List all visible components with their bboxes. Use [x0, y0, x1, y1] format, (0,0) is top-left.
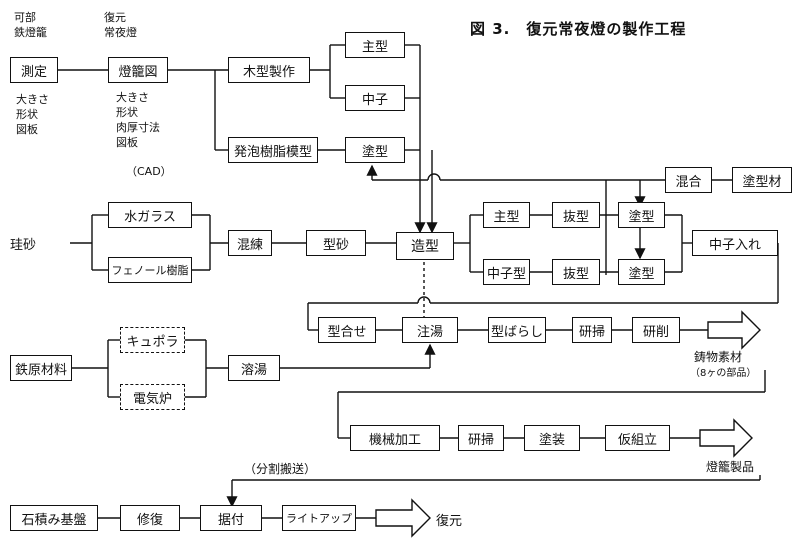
drawing-note-2: 形状	[116, 106, 138, 119]
label-fukugen-1: 復元	[104, 11, 126, 24]
box-katagase: 型合せ	[318, 317, 376, 343]
box-lightup: ライトアップ	[282, 505, 356, 531]
open-arrow-casting	[707, 310, 761, 350]
box-tetsugen: 鉄原材料	[10, 355, 72, 381]
label-chutetsu-sub: （8ヶの部品）	[690, 368, 757, 379]
box-kongo: 混合	[665, 167, 712, 193]
drawing-note-4: 図板	[116, 136, 138, 149]
box-nakagogata: 中子型	[483, 259, 530, 285]
box-omogata-top: 主型	[345, 32, 405, 58]
box-happo: 発泡樹脂模型	[228, 137, 318, 163]
box-katasuna: 型砂	[306, 230, 366, 256]
drawing-note-1: 大きさ	[116, 91, 149, 104]
box-tokei1: 塗型	[618, 202, 665, 228]
box-phenol: フェノール樹脂	[108, 257, 192, 283]
drawing-notes: 大きさ 形状 肉厚寸法 図板	[116, 90, 160, 150]
box-kensou: 研掃	[572, 317, 612, 343]
box-nukigata2: 抜型	[552, 259, 600, 285]
measure-notes: 大きさ 形状 図板	[16, 92, 49, 137]
measure-note-2: 形状	[16, 108, 38, 121]
box-sekihi: 石積み基盤	[10, 505, 98, 531]
box-tokeizai: 塗型材	[732, 167, 792, 193]
label-kabe-2: 鉄燈籠	[14, 26, 47, 39]
open-arrow-restore	[375, 498, 431, 538]
box-tourouzu: 燈籠図	[108, 57, 168, 83]
label-fukugen: 復元 常夜燈	[104, 10, 137, 40]
box-shufuku: 修復	[120, 505, 180, 531]
box-zoukei: 造型	[396, 232, 454, 260]
box-kensou2: 研掃	[458, 425, 504, 451]
box-katabarashi: 型ばらし	[488, 317, 546, 343]
box-keisha: 珪砂	[10, 230, 70, 256]
cad-note: （CAD）	[126, 165, 172, 178]
box-tosou: 塗装	[524, 425, 580, 451]
box-omogata2: 主型	[483, 202, 530, 228]
box-nukigata1: 抜型	[552, 202, 600, 228]
box-nakagoire: 中子入れ	[692, 230, 778, 256]
box-kikai: 機械加工	[350, 425, 440, 451]
box-nakago-top: 中子	[345, 85, 405, 111]
label-tourou-seihin: 燈籠製品	[706, 460, 755, 474]
label-kabe-1: 可部	[14, 11, 36, 24]
box-tokei-top: 塗型	[345, 137, 405, 163]
box-mizugarasu: 水ガラス	[108, 202, 192, 228]
figure-title: 図 3. 復元常夜燈の製作工程	[470, 20, 687, 38]
drawing-note-3: 肉厚寸法	[116, 121, 160, 134]
open-arrow-product	[699, 418, 753, 458]
box-kensaku: 研削	[632, 317, 680, 343]
label-kabe: 可部 鉄燈籠	[14, 10, 47, 40]
box-cupola: キュポラ	[120, 327, 185, 353]
box-denkiro: 電気炉	[120, 384, 185, 410]
label-bunkatsu: （分割搬送）	[244, 462, 317, 476]
label-fukugen-end: 復元	[436, 514, 463, 529]
box-konren: 混練	[228, 230, 272, 256]
measure-note-3: 図板	[16, 123, 38, 136]
box-karikumi: 仮組立	[605, 425, 670, 451]
box-yoto: 溶湯	[228, 355, 280, 381]
box-chuto: 注湯	[402, 317, 458, 343]
measure-note-1: 大きさ	[16, 93, 49, 106]
box-tokei2: 塗型	[618, 259, 665, 285]
box-suetsuke: 据付	[200, 505, 262, 531]
label-chutetsu: 鋳物素材	[694, 350, 743, 364]
box-mokukei: 木型製作	[228, 57, 310, 83]
label-fukugen-2: 常夜燈	[104, 26, 137, 39]
box-sokutei: 測定	[10, 57, 58, 83]
